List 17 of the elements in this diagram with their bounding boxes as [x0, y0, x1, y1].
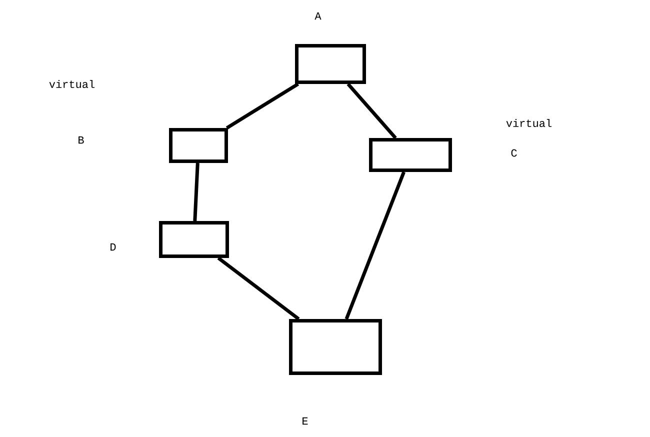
rectangle-box — [159, 221, 229, 258]
connector-line — [217, 256, 300, 320]
text-label: E — [302, 417, 308, 425]
connector-line — [346, 82, 397, 140]
rectangle-box — [295, 44, 366, 84]
connector-line — [226, 82, 300, 130]
text-label: virtual — [506, 118, 552, 128]
text-label: virtual — [49, 80, 94, 88]
connector-line — [344, 171, 406, 320]
text-label: B — [78, 136, 84, 144]
rectangle-box — [169, 128, 228, 163]
rectangle-box — [289, 319, 382, 375]
text-label: C — [511, 149, 517, 157]
text-label: D — [110, 243, 116, 251]
rectangle-box — [369, 138, 452, 172]
connector-line — [193, 162, 200, 222]
text-label: A — [314, 12, 322, 20]
